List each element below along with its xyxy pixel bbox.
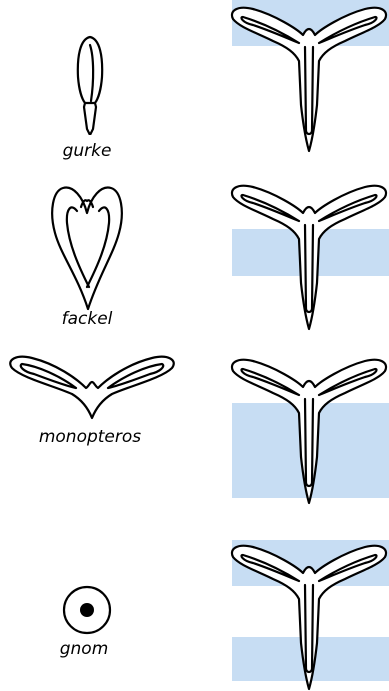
gnom-seedling-drawing	[61, 584, 113, 636]
gnom-label: gnom	[60, 639, 109, 659]
wildtype-seedling-3	[229, 355, 389, 505]
wildtype-seedling-2	[229, 181, 389, 331]
wildtype-seedling-4	[229, 541, 389, 691]
gnom-center-dot	[80, 603, 94, 617]
fackel-seedling-drawing	[49, 183, 129, 313]
wildtype-seedling-1	[229, 3, 389, 153]
monopteros-label: monopteros	[39, 427, 141, 447]
gurke-label: gurke	[63, 141, 112, 161]
gurke-seedling-drawing	[60, 35, 120, 135]
monopteros-seedling-drawing	[6, 352, 178, 422]
fackel-label: fackel	[62, 309, 113, 329]
